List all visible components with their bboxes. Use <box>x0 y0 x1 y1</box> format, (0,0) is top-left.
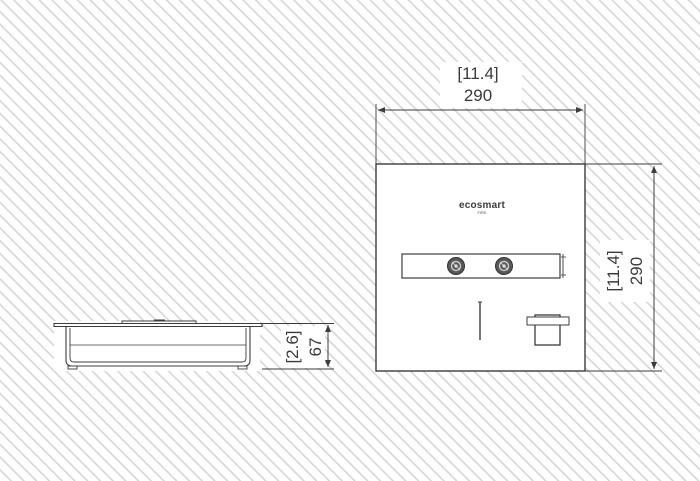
side-view-lid <box>121 320 197 324</box>
control-strip <box>401 253 561 279</box>
burner-knob-icon <box>495 257 513 275</box>
lid-handle-icon <box>526 314 570 346</box>
brand-logo: ecosmart FIRE <box>459 200 506 215</box>
front-view: [11.4] 290 ecosmart FIRE <box>375 62 662 372</box>
side-view-backing <box>54 321 260 371</box>
burner-knob-icon <box>447 257 465 275</box>
width-imperial-label: [11.4] <box>457 64 498 83</box>
width-label-backing <box>440 62 522 108</box>
height-imperial-label: [11.4] <box>604 250 623 291</box>
side-view-foot-right <box>237 365 248 370</box>
logo-brand-text: ecosmart <box>459 200 506 211</box>
slider-lever-icon <box>478 301 482 340</box>
logo-sub-text: FIRE <box>477 210 486 215</box>
depth-label-backing <box>281 326 325 368</box>
side-view: [2.6] 67 <box>53 319 334 371</box>
height-metric-label: 290 <box>627 257 646 285</box>
depth-metric-label: 67 <box>306 338 325 357</box>
side-view-body <box>65 326 251 367</box>
side-view-flange <box>53 322 263 328</box>
height-label-backing <box>600 240 650 302</box>
side-view-inner-body <box>69 328 247 363</box>
side-view-foot-left <box>67 365 78 370</box>
width-metric-label: 290 <box>464 86 492 105</box>
depth-imperial-label: [2.6] <box>283 330 302 363</box>
